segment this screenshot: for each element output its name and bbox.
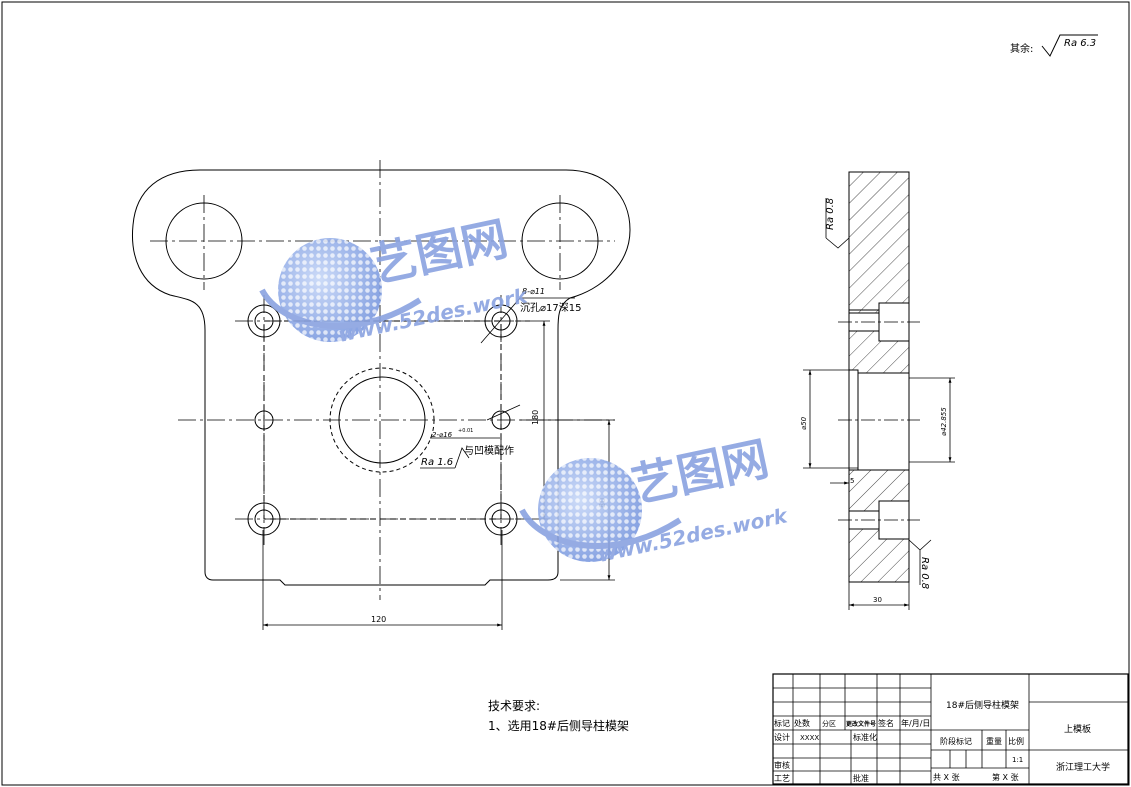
row-review: 审核 [774,760,790,770]
part-name: 上模板 [1064,723,1091,735]
tech-req-title: 技术要求: [488,699,540,713]
roughness-label: 其余: [1010,42,1033,55]
tech-req-item-1: 1、选用18#后侧导柱模架 [488,718,629,733]
header-sign: 签名 [878,718,894,728]
side-roughness-top: Ra 0.8 [825,198,836,230]
row-approve: 批准 [853,773,869,783]
watermark-2: 艺图网 www.52des.work [519,431,791,567]
roughness-value: Ra 6.3 [1064,38,1096,49]
bore-tolerance: +0.01 [458,428,473,434]
dim-height: 180 [531,410,540,425]
drawing-title: 18#后侧导柱模架 [946,699,1019,711]
header-change-doc: 更改文件号 [846,720,876,728]
ratio-label: 比例 [1008,736,1024,746]
hole-count-callout: 8-⌀11 [522,287,545,296]
row-design-label: 设计 [774,732,790,742]
dim-bore-left: ⌀50 [800,416,808,430]
dim-step: 5 [850,477,854,485]
watermark-brand-2: 艺图网 [627,431,773,513]
row-design-name: XXXX [800,734,819,742]
weight-label: 重量 [986,736,1002,746]
row-process: 工艺 [774,774,790,783]
title-block [772,673,1129,785]
dim-bore-right: ⌀42.855 [940,407,948,436]
general-roughness-note: 其余: Ra 6.3 [1010,34,1098,57]
sheets-total: 共 X 张 [933,773,960,782]
bore-roughness: Ra 1.6 [421,457,453,468]
row-design-standard: 标准化 [853,732,877,742]
dim-thickness: 30 [873,596,882,604]
side-view: Ra 0.8 Ra 0.8 ⌀50 ⌀42.855 5 30 [800,171,955,610]
watermark-brand: 艺图网 [366,211,512,293]
hole-callout: 沉孔⌀17深15 [520,301,581,314]
title-block-text: 18#后侧导柱模架 上模板 浙江理工大学 标记 处数 分区 更改文件号 签名 年… [774,699,1110,783]
section-upper [848,171,910,311]
stage-mark: 阶段标记 [940,736,972,746]
bore-note: 与凹模配作 [464,445,514,457]
sheet-number: 第 X 张 [992,772,1019,782]
bore-callout: 2-⌀16 [432,431,453,439]
roughness-symbol [1041,34,1098,57]
header-count: 处数 [794,718,810,728]
header-zone: 分区 [822,719,836,728]
dim-width: 120 [371,615,386,624]
front-dimension-text: 120 180 80 8-⌀11 沉孔⌀17深15 2-⌀16 +0.01 与凹… [371,287,607,624]
school-name: 浙江理工大学 [1056,761,1110,773]
plate-outline [131,169,631,586]
header-mark: 标记 [774,718,790,728]
front-dimensions [262,297,615,630]
side-roughness-bottom: Ra 0.8 [919,557,930,589]
header-date: 年/月/日 [901,718,930,728]
watermark-1: 艺图网 www.52des.work [259,211,531,347]
scale-value: 1:1 [1012,756,1023,764]
